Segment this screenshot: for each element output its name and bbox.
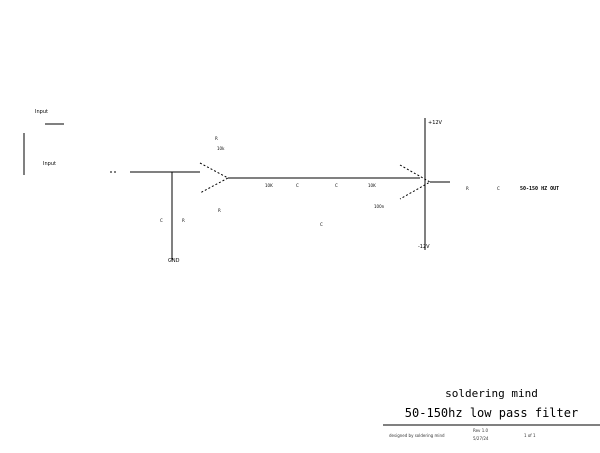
gnd-label: GND (168, 258, 180, 264)
title-block-revision: Rev 1.0 (473, 428, 489, 433)
svg-text:R: R (215, 136, 218, 141)
title-block-designer: designed by soldering mind (389, 433, 445, 438)
svg-text:C: C (160, 218, 163, 223)
input-label-top: Input (35, 109, 48, 115)
svg-text:C: C (497, 186, 500, 191)
input-label-bottom: Input (43, 161, 56, 167)
svg-text:R: R (466, 186, 469, 191)
svg-text:R: R (218, 208, 221, 213)
svg-text:C: C (335, 183, 338, 188)
svg-text:100n: 100n (374, 204, 385, 209)
vcc-label: +12V (428, 120, 442, 126)
output-label: 50-150 HZ OUT (520, 186, 560, 192)
title-block-date: 5/27/24 (473, 436, 489, 441)
title-block-sheet: 1 of 1 (524, 433, 536, 438)
svg-text:10k: 10k (217, 146, 225, 151)
vee-label: -12V (418, 244, 430, 250)
svg-text:10K: 10K (368, 183, 376, 188)
svg-text:R: R (182, 218, 185, 223)
svg-text:C: C (320, 222, 323, 227)
title-block-title: 50-150hz low pass filter (404, 406, 579, 420)
svg-text:C: C (296, 183, 299, 188)
svg-text:10K: 10K (265, 183, 273, 188)
title-block-company: soldering mind (445, 387, 538, 400)
